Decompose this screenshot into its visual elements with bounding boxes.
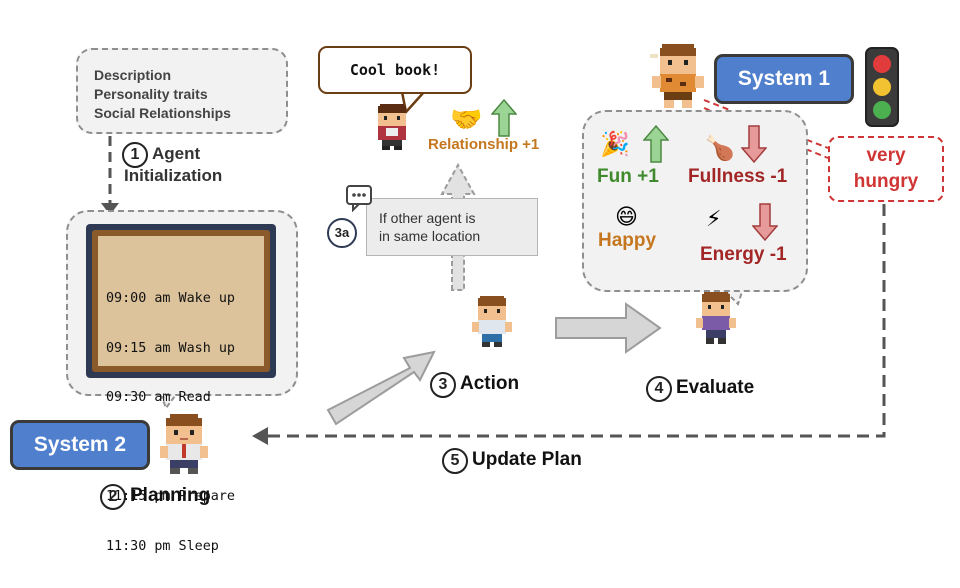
step-4-number: 4 <box>646 376 672 402</box>
planning-agent-sprite <box>160 414 208 474</box>
step-1-label-a: Agent <box>152 144 201 164</box>
update-plan-head <box>252 427 268 445</box>
system-1-box: System 1 <box>714 54 854 104</box>
evaluation-bubble <box>582 110 808 292</box>
schedule-line: 09:00 am Wake up <box>106 291 235 306</box>
schedule-line: 09:15 am Wash up <box>106 340 235 356</box>
schedule-board: 09:00 am Wake up 09:15 am Wash up 09:30 … <box>98 236 264 554</box>
speech-text: Cool book! <box>349 61 441 79</box>
smile-icon: 😄 <box>615 204 638 229</box>
init-description: Description <box>94 67 172 83</box>
schedule-board-frame: 09:00 am Wake up 09:15 am Wash up 09:30 … <box>86 224 276 554</box>
step-3-number: 3 <box>430 372 456 398</box>
lightning-icon: ⚡ <box>706 206 722 231</box>
step-1-label-b: Initialization <box>124 166 223 185</box>
fullness-text: Fullness -1 <box>688 166 788 187</box>
hungry-box: very hungry <box>828 136 944 202</box>
plan-to-action-arrow <box>326 350 436 426</box>
step-2-number: 2 <box>100 484 126 510</box>
schedule-line: 11:30 pm Sleep <box>106 538 219 554</box>
step-3a-number: 3a <box>327 218 357 248</box>
init-social: Social Relationships <box>94 105 231 121</box>
condition-box: If other agent is in same location <box>366 198 538 256</box>
hungry-line-1: very <box>866 145 906 166</box>
party-popper-icon: 🎉 <box>600 131 630 158</box>
update-plan-loop <box>268 204 886 438</box>
action-agent-sprite <box>472 296 512 347</box>
init-box: Description Personality traits Social Re… <box>76 48 288 134</box>
step-5-text: Update Plan <box>472 449 582 471</box>
down-arrow-icon <box>741 125 767 164</box>
chat-icon <box>346 185 372 212</box>
step-4-text: Evaluate <box>676 377 755 399</box>
system-1-label: System 1 <box>737 67 831 90</box>
down-arrow-icon <box>752 203 778 242</box>
relationship-text: Relationship +1 <box>428 136 540 153</box>
energy-text: Energy -1 <box>700 244 787 265</box>
drumstick-icon: 🍗 <box>705 135 735 162</box>
step-3-text: Action <box>460 373 520 395</box>
init-personality: Personality traits <box>94 86 208 102</box>
init-arrow-head <box>101 203 119 215</box>
step-5-number: 5 <box>442 448 468 474</box>
evaluate-agent-sprite <box>696 292 736 344</box>
system-2-label: System 2 <box>33 433 127 456</box>
step-2-text: Planning <box>130 485 211 507</box>
action-to-evaluate-arrow <box>555 302 662 354</box>
fun-text: Fun +1 <box>597 166 659 187</box>
speech-bubble: Cool book! <box>318 46 472 94</box>
up-arrow-icon <box>491 98 517 137</box>
condition-line-1: If other agent is <box>379 210 476 226</box>
up-arrow-icon <box>643 124 669 163</box>
system-1-agent-sprite <box>650 44 704 108</box>
schedule-line: 09:30 am Read <box>106 390 211 405</box>
happy-text: Happy <box>598 230 657 251</box>
step-1-number: 1 <box>122 142 148 168</box>
hungry-line-2: hungry <box>853 171 919 192</box>
system-2-box: System 2 <box>10 420 150 470</box>
traffic-light-icon <box>865 47 899 127</box>
other-agent-sprite <box>378 104 406 150</box>
condition-line-2: in same location <box>379 228 481 244</box>
handshake-icon: 🤝 <box>450 104 483 134</box>
